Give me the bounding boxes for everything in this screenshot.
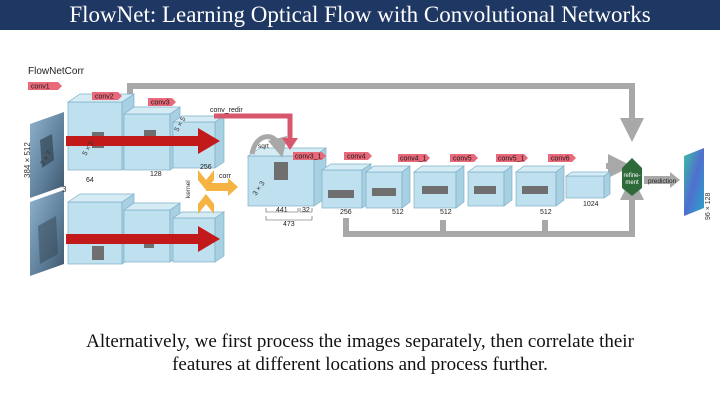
conv-redir-arrow	[214, 113, 293, 140]
conv3-1-block	[321, 169, 363, 209]
channels-conv6: 1024	[583, 201, 599, 208]
svg-text:refine-: refine-	[623, 173, 640, 179]
channels-conv4-1: 512	[440, 209, 452, 216]
tag-conv2: conv2	[95, 94, 114, 101]
slide-title: FlowNet: Learning Optical Flow with Conv…	[0, 0, 720, 30]
kernel-op-label: kernel	[185, 180, 192, 198]
slide-caption: Alternatively, we first process the imag…	[20, 330, 700, 376]
tag-conv5: conv5	[453, 156, 472, 163]
tag-conv3-1: conv3_1	[295, 154, 322, 161]
corr-label: corr	[219, 173, 232, 180]
tag-conv-redir: conv_redir	[210, 107, 243, 114]
corr-dim-32: 32	[302, 207, 310, 214]
tag-conv4-1: conv4_1	[400, 156, 427, 163]
tag-conv1: conv1	[31, 84, 50, 91]
input-channels-label: 3	[62, 185, 67, 194]
channels-corr: 256	[340, 209, 352, 216]
svg-text:ment: ment	[625, 180, 639, 186]
corr-patch	[274, 162, 288, 180]
tag-conv4: conv4	[347, 154, 366, 161]
red-flow-arrows	[66, 128, 220, 252]
refinement-node: refine- ment	[622, 158, 642, 196]
prediction-label: prediction	[648, 178, 677, 185]
caption-line-2: features at different locations and proc…	[172, 354, 548, 375]
corr-dim-441: 441	[276, 207, 288, 214]
input-image-1	[30, 112, 64, 198]
tag-conv3: conv3	[151, 100, 170, 107]
network-name: FlowNetCorr	[28, 66, 85, 77]
caption-line-1: Alternatively, we first process the imag…	[86, 331, 634, 352]
input-image-2	[30, 190, 64, 276]
sqrt-arc	[249, 134, 288, 158]
tag-conv5-1: conv5_1	[498, 156, 525, 163]
channels-conv2: 128	[150, 171, 162, 178]
conv-blocks-after-corr	[320, 163, 612, 209]
output-flow-image	[684, 148, 704, 216]
skip-bottom-line	[343, 176, 644, 237]
prediction-arrow	[644, 172, 680, 188]
channels-conv3: 256	[200, 164, 212, 171]
flownetcorr-diagram: FlowNetCorr 384 × 512 3	[23, 66, 712, 276]
corr-dim-473: 473	[283, 221, 295, 228]
tag-conv6: conv6	[551, 156, 570, 163]
layer-tags: conv1 conv2 conv3 conv_redir conv3_1 con…	[28, 82, 576, 163]
input-size-label: 384 × 512	[23, 142, 32, 178]
sqrt-label: sqrt	[258, 143, 269, 150]
channels-conv5-1: 512	[540, 209, 552, 216]
channels-conv1: 64	[86, 177, 94, 184]
channels-conv4: 512	[392, 209, 404, 216]
decoder-patches	[328, 186, 548, 198]
conv6-block	[565, 175, 605, 199]
output-size-label: 96 × 128	[705, 192, 712, 220]
corr-arrow	[198, 170, 238, 214]
